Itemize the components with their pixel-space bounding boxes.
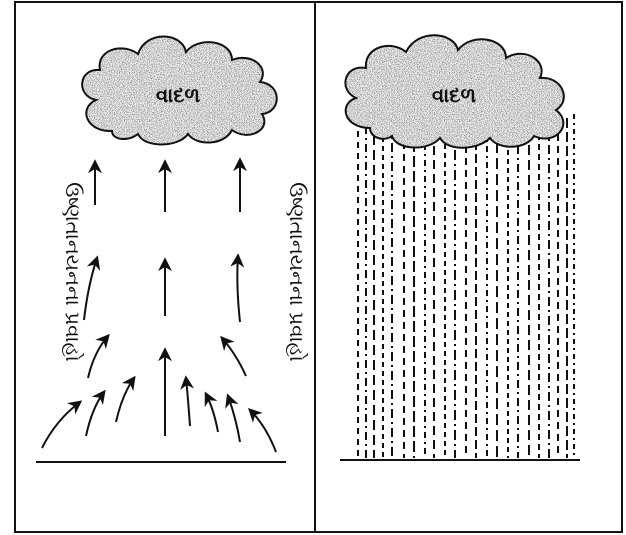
right-cloud-label: વાદળ — [432, 83, 477, 107]
outer-border — [14, 1, 623, 533]
left-cloud: વાદળ — [81, 35, 278, 146]
convection-arrow — [41, 400, 83, 449]
convection-arrow — [230, 253, 245, 323]
convection-arrow — [225, 393, 241, 443]
right-cloud: વાદળ — [344, 34, 565, 149]
rain-streaks — [357, 114, 575, 458]
convection-arrow — [85, 389, 106, 437]
convection-arrow — [180, 375, 195, 427]
left-panel: વાદળ ઉષ્ણતાનયનના પ્રવાહો ઉષ્ણતાનયનના પ્ર… — [36, 35, 309, 463]
convection-arrow — [204, 391, 219, 433]
left-convection-label: ઉષ્ણતાનયનના પ્રવાહો — [61, 182, 85, 361]
convection-arrow — [87, 333, 110, 379]
convection-arrow — [248, 408, 277, 453]
left-cloud-label: વાદળ — [156, 83, 201, 107]
right-panel: વાદળ — [340, 34, 580, 461]
right-convection-label: ઉષ્ણતાનયનના પ્રવાહો — [285, 182, 309, 361]
convection-arrow — [220, 335, 247, 377]
convection-arrow — [115, 375, 136, 423]
convection-arrow — [83, 255, 101, 321]
